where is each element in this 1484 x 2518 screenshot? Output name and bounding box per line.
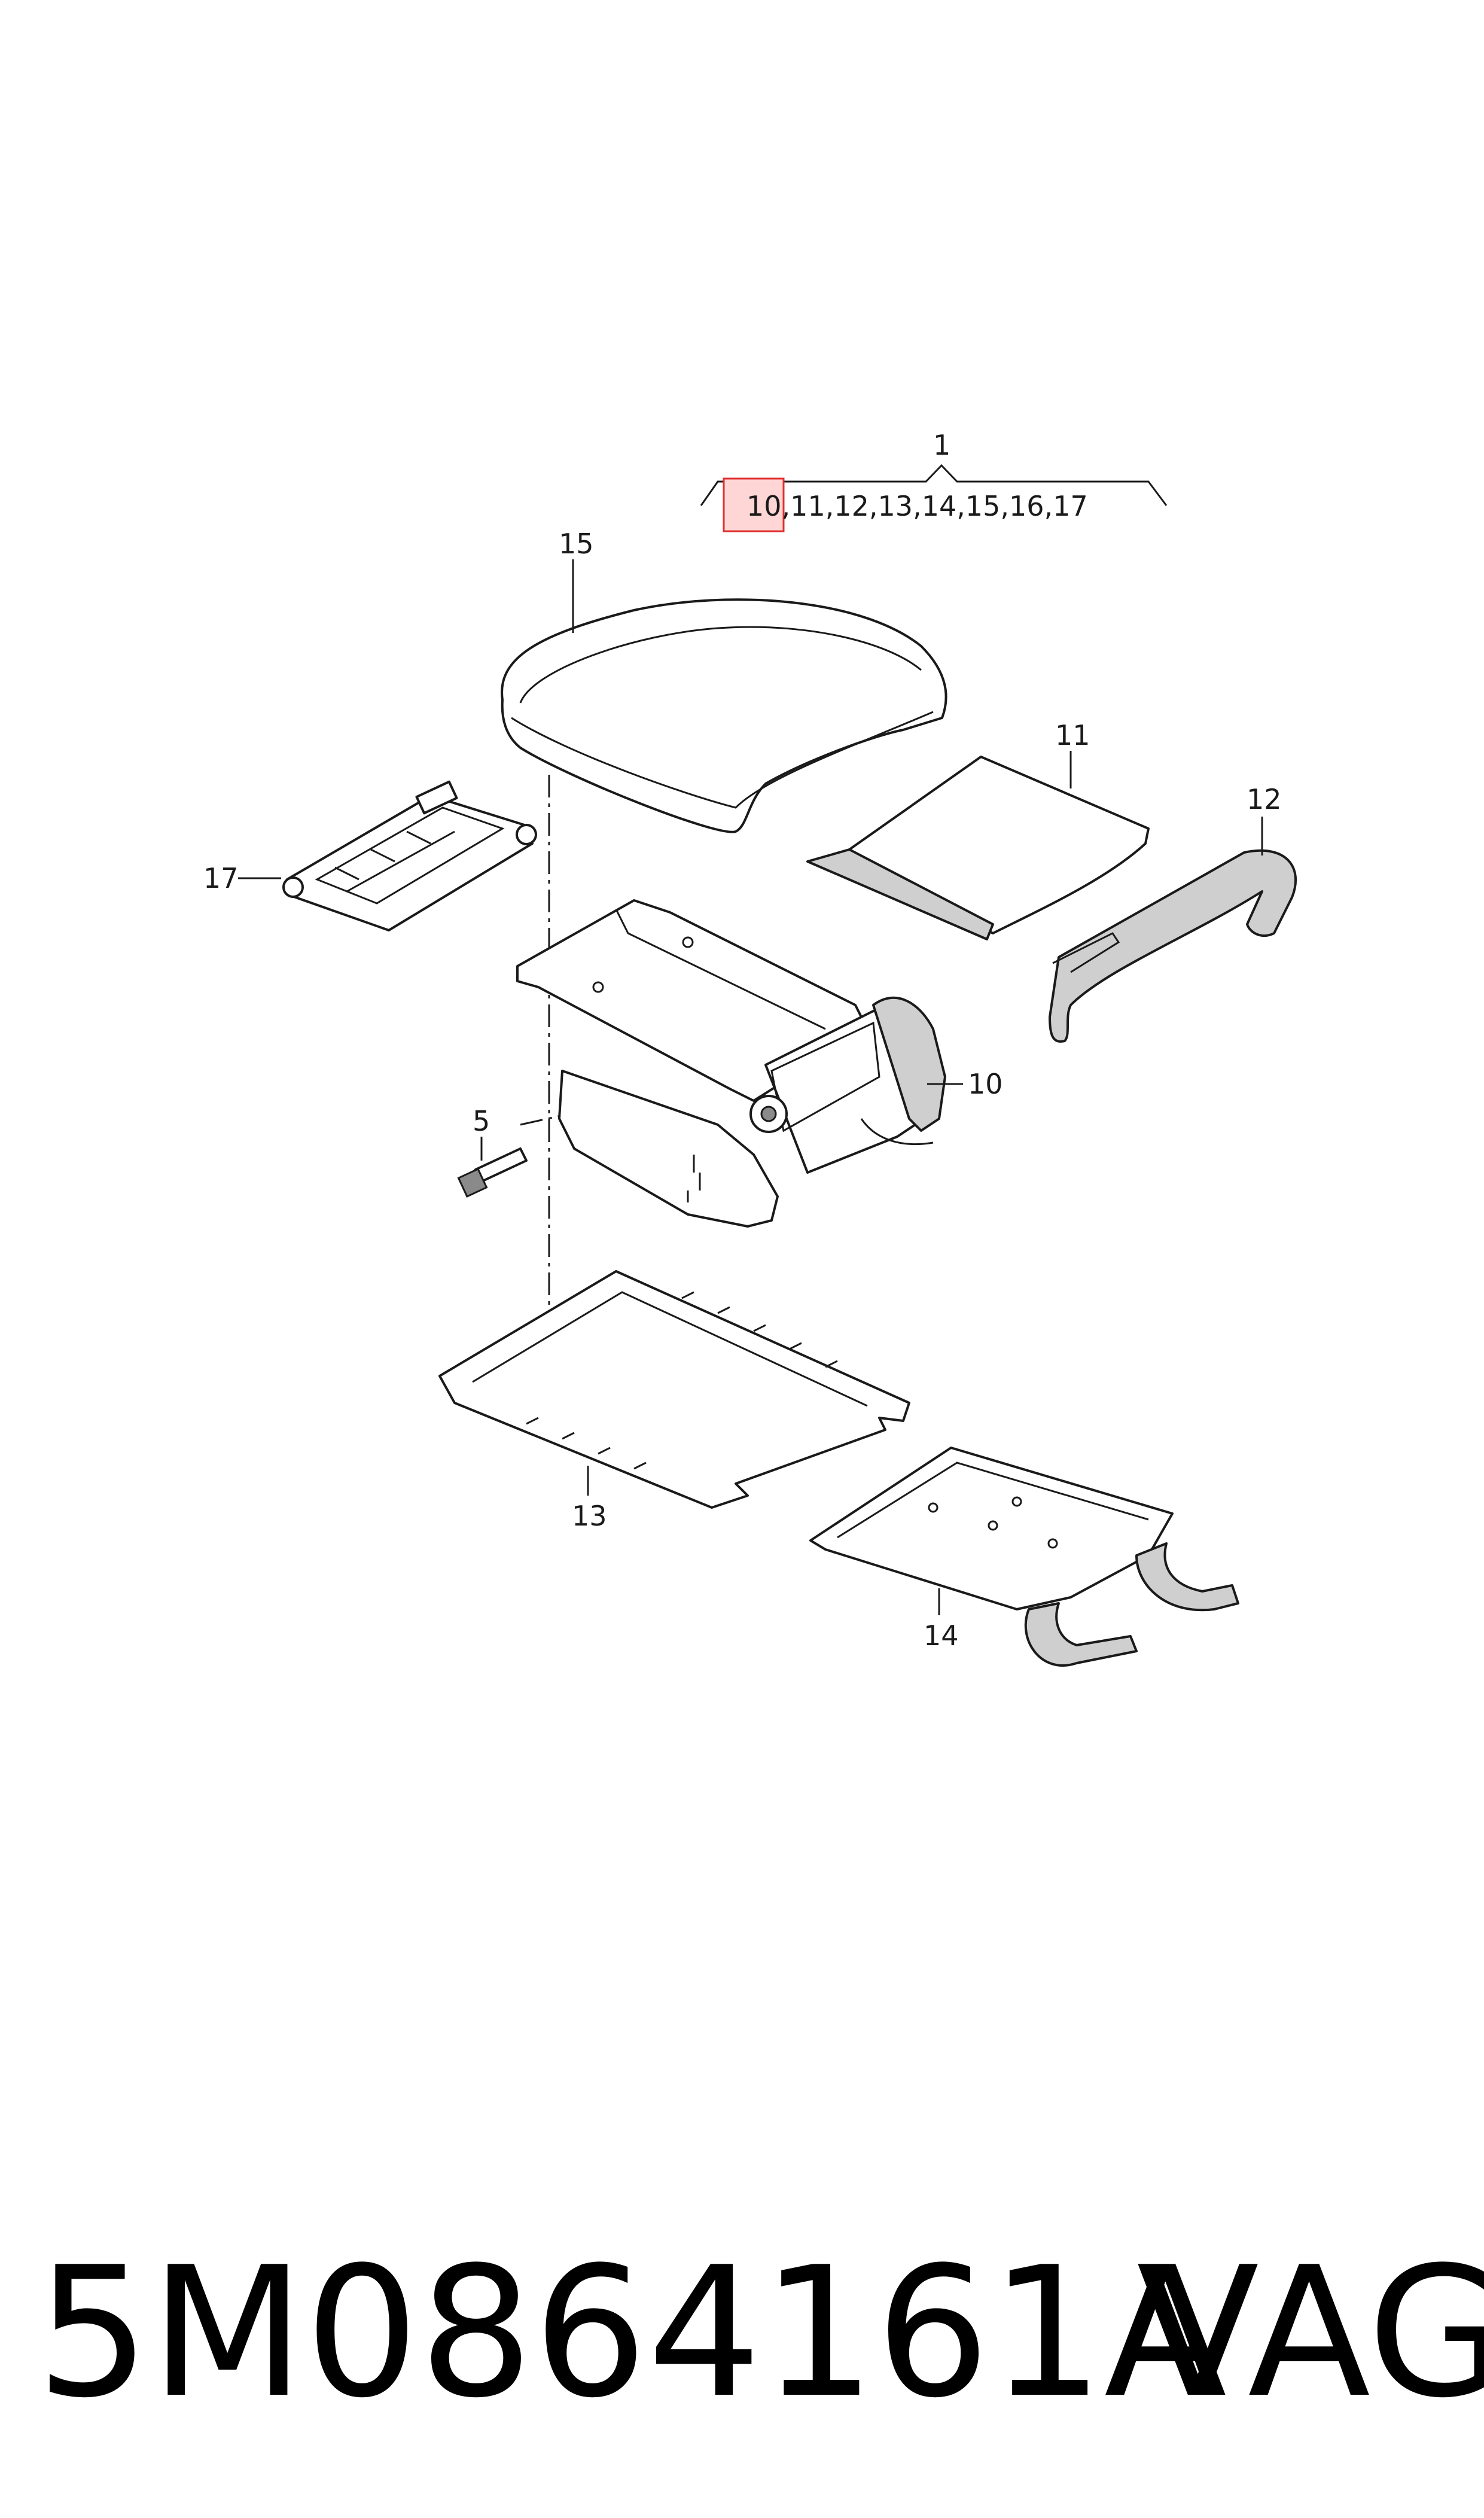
tray-outline	[438, 1270, 910, 1509]
part-11-cushion-pad: 11	[806, 719, 1150, 940]
bottom-hole-4	[1011, 1496, 1022, 1507]
component-13: 13	[878, 490, 913, 522]
footer-brand: VAG	[1136, 2228, 1484, 2437]
assembly-component-list: 10,11,12,13,14,15,16,17	[746, 490, 1088, 522]
tray-rim	[472, 1291, 868, 1407]
callout-17: 17	[203, 862, 239, 894]
pivot-nut-center	[760, 1106, 777, 1122]
hinge-inner-plate	[315, 806, 505, 905]
footer-part-number: 5M0864161A	[36, 2228, 1227, 2437]
screw-head	[457, 1167, 488, 1198]
hinge-pin-right	[516, 824, 537, 845]
tray-clips-back	[681, 1291, 838, 1368]
hinge-ribs	[334, 830, 455, 893]
component-16: 16	[1009, 490, 1044, 522]
lid-lower-contour	[511, 711, 934, 809]
assembly-group: 1 10,11,12,13,14,15,16,17	[700, 429, 1168, 532]
assembly-number: 1	[933, 429, 950, 461]
callout-13: 13	[572, 1500, 607, 1532]
component-17: 17	[1053, 490, 1088, 522]
component-15: 15	[965, 490, 1001, 522]
part-5-screw: 5	[457, 1105, 528, 1198]
part-17-hinge: 17	[203, 780, 537, 931]
lid-top-contour	[519, 626, 922, 704]
callout-14: 14	[924, 1619, 959, 1652]
callout-11: 11	[1055, 719, 1090, 751]
bracket-curve	[860, 1118, 934, 1146]
highlight-box-part-10	[723, 477, 785, 532]
hinge-frame	[286, 794, 534, 931]
part-14-bottom-base: 14	[809, 1447, 1239, 1667]
pad-outline	[848, 756, 1150, 934]
bottom-foot-left	[1024, 1602, 1138, 1667]
pad-lower-edge	[806, 848, 994, 940]
component-14: 14	[922, 490, 957, 522]
plate-hole-1	[682, 936, 694, 948]
bottom-plate-rim	[837, 1462, 1149, 1539]
callout-5: 5	[473, 1105, 490, 1137]
lid-outer-shell	[501, 598, 947, 833]
bottom-hole-2	[988, 1520, 998, 1531]
hinge-pivot-block	[415, 780, 458, 815]
callout-12: 12	[1247, 783, 1282, 815]
part-10-armrest-base: 10	[516, 899, 1003, 1228]
component-11: 11	[790, 490, 825, 522]
trim-body	[1049, 849, 1297, 1043]
bottom-hole-1	[928, 1502, 938, 1513]
component-10: 10	[746, 490, 782, 522]
part-13-tray-insert: 13	[438, 1270, 910, 1532]
base-end-bracket	[872, 996, 946, 1132]
plate-hole-2	[592, 981, 604, 993]
screw-shank	[474, 1147, 528, 1183]
hinge-pin-left	[282, 876, 304, 898]
trim-front-lip	[1052, 932, 1120, 973]
bottom-hole-3	[1047, 1538, 1058, 1549]
callout-15: 15	[559, 528, 594, 560]
tray-clips-front	[526, 1417, 647, 1470]
bottom-foot-right	[1135, 1542, 1239, 1612]
base-side-wall	[558, 1070, 779, 1228]
part-12-side-trim: 12	[1049, 783, 1297, 1043]
base-plate-fold	[615, 909, 826, 1030]
component-12: 12	[834, 490, 869, 522]
callout-10: 10	[968, 1068, 1003, 1100]
side-wall-slots	[687, 1155, 701, 1202]
part-15-armrest-lid: 15	[501, 528, 947, 833]
assembly-brace	[700, 464, 1168, 506]
